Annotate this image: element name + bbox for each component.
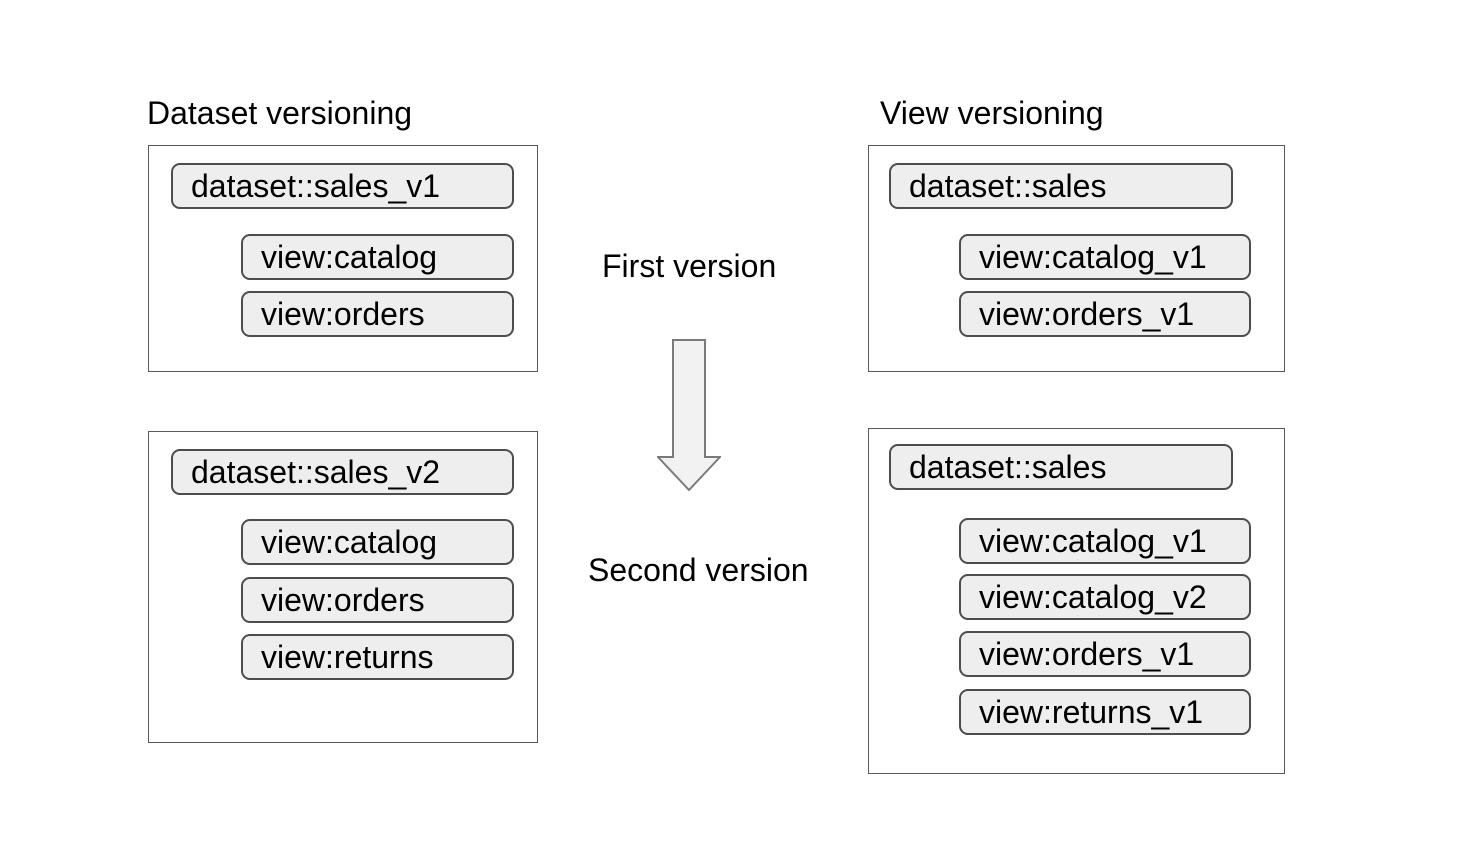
dataset-pill: dataset::sales_v2 [171, 449, 514, 495]
dataset-pill: dataset::sales [889, 444, 1233, 490]
view-pill: view:orders_v1 [959, 291, 1251, 337]
view-pill: view:catalog_v1 [959, 234, 1251, 280]
view-pill: view:catalog_v1 [959, 518, 1251, 564]
view-pill: view:returns_v1 [959, 689, 1251, 735]
second-version-label: Second version [588, 552, 809, 588]
view-pill: view:catalog [241, 234, 514, 280]
view-pill: view:returns [241, 634, 514, 680]
dataset-versioning-second-panel: dataset::sales_v2 view:catalog view:orde… [148, 431, 538, 743]
down-arrow-icon [657, 339, 721, 491]
view-pill: view:orders [241, 291, 514, 337]
view-versioning-second-panel: dataset::sales view:catalog_v1 view:cata… [868, 428, 1285, 774]
view-pill: view:catalog_v2 [959, 574, 1251, 620]
view-pill: view:orders_v1 [959, 631, 1251, 677]
first-version-label: First version [602, 248, 777, 284]
view-pill: view:catalog [241, 519, 514, 565]
view-pill: view:orders [241, 577, 514, 623]
dataset-versioning-title: Dataset versioning [147, 95, 413, 131]
dataset-versioning-first-panel: dataset::sales_v1 view:catalog view:orde… [148, 145, 538, 372]
dataset-pill: dataset::sales_v1 [171, 163, 514, 209]
dataset-pill: dataset::sales [889, 163, 1233, 209]
view-versioning-title: View versioning [880, 95, 1104, 131]
view-versioning-first-panel: dataset::sales view:catalog_v1 view:orde… [868, 145, 1285, 372]
